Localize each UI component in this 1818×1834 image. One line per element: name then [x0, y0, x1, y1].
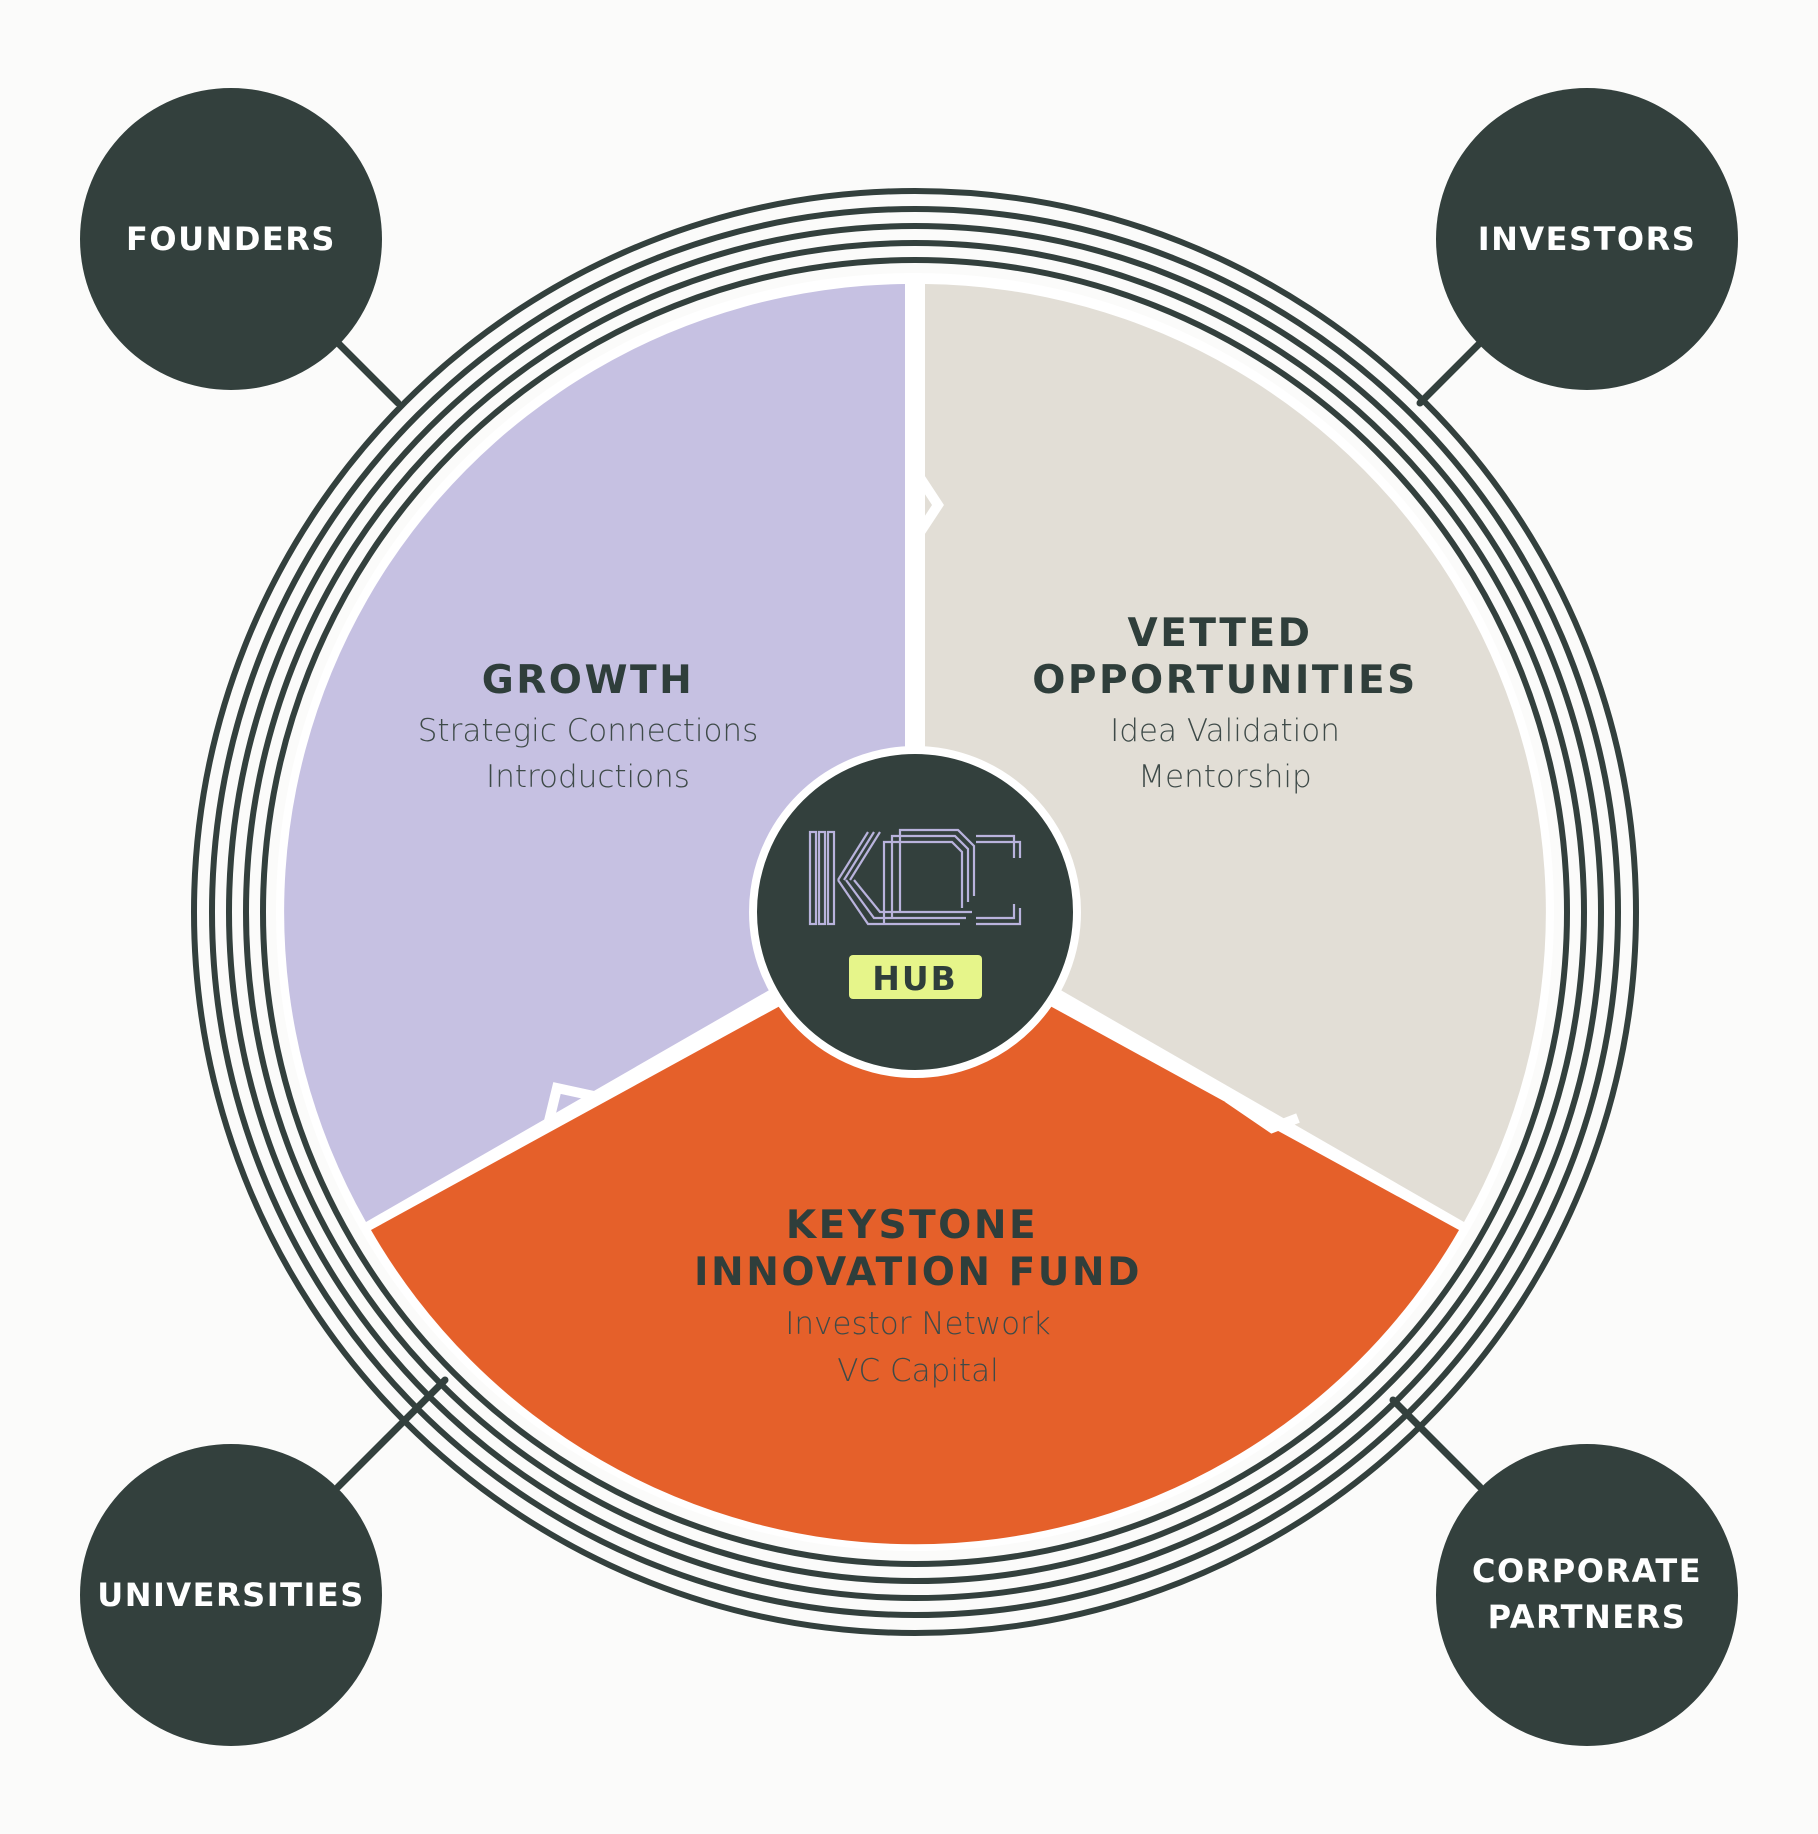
growth-item: Strategic Connections: [418, 713, 758, 749]
segment-growth: [284, 284, 905, 1222]
node-founders: FOUNDERS: [80, 88, 382, 390]
segment-fund: [371, 932, 1459, 1545]
notch-right: [1225, 1093, 1300, 1134]
node-investors-label: INVESTORS: [1478, 220, 1697, 258]
segment-growth-text: GROWTH Strategic Connections Introductio…: [418, 658, 758, 795]
ring-1: [191, 188, 1639, 1636]
ring-2: [209, 206, 1621, 1618]
notch-top: [910, 467, 944, 543]
node-universities-circle: [80, 1444, 382, 1746]
connector-founders: [334, 339, 402, 407]
node-investors: INVESTORS: [1436, 88, 1738, 390]
segment-fund-text: KEYSTONE INNOVATION FUND Investor Networ…: [694, 1203, 1142, 1389]
node-universities: UNIVERSITIES: [80, 1444, 382, 1746]
node-founders-circle: [80, 88, 382, 390]
outer-rings: [191, 188, 1639, 1636]
fund-title-line: KEYSTONE: [786, 1203, 1038, 1248]
kic-logo-icon: [808, 828, 1022, 926]
growth-item: Introductions: [486, 759, 690, 795]
hub-badge: [849, 955, 982, 999]
node-founders-label: FOUNDERS: [126, 220, 336, 258]
node-corporate-label: CORPORATE: [1472, 1552, 1702, 1590]
vetted-item: Mentorship: [1138, 759, 1311, 795]
segment-vetted-text: VETTED OPPORTUNITIES Idea Validation Men…: [1032, 611, 1418, 795]
node-universities-label: UNIVERSITIES: [97, 1576, 365, 1614]
hub: HUB: [749, 746, 1081, 1078]
ring-4: [243, 240, 1587, 1584]
vetted-title-line: OPPORTUNITIES: [1032, 658, 1418, 703]
growth-title: GROWTH: [482, 658, 694, 703]
notch-left: [543, 1082, 605, 1127]
vetted-title-line: VETTED: [1128, 611, 1313, 656]
fund-item: VC Capital: [837, 1353, 998, 1389]
vetted-item: Idea Validation: [1110, 713, 1340, 749]
fund-item: Investor Network: [785, 1306, 1051, 1342]
node-corporate-circle: [1436, 1444, 1738, 1746]
connector-investors: [1416, 339, 1484, 407]
node-corporate-partners: CORPORATE PARTNERS: [1436, 1444, 1738, 1746]
hub-badge-label: HUB: [872, 959, 958, 998]
ring-3: [226, 223, 1604, 1601]
ring-5: [260, 257, 1570, 1567]
notches: [543, 467, 1300, 1134]
segment-vetted: [925, 284, 1546, 1222]
node-corporate-label: PARTNERS: [1488, 1598, 1687, 1636]
node-investors-circle: [1436, 88, 1738, 390]
fund-title-line: INNOVATION FUND: [694, 1250, 1142, 1295]
